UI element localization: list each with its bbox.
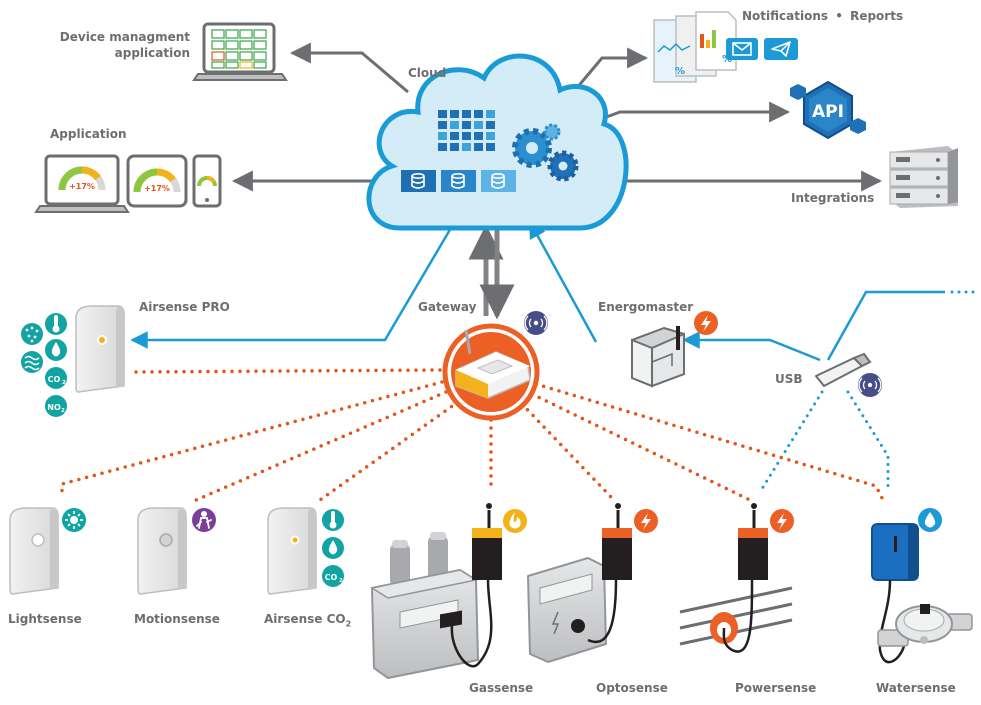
usb-to-watersense-dotted — [846, 390, 890, 494]
arrow-usb-to-energomaster — [682, 331, 821, 362]
sun-icon — [62, 508, 86, 532]
powersense-device[interactable] — [722, 503, 768, 653]
no2-badge-text: NO — [47, 403, 61, 412]
gateway-cloud-link — [468, 224, 515, 320]
gauge-value-tablet: +17% — [144, 184, 170, 193]
airsense-co2-badges: CO 2 — [322, 509, 344, 587]
svg-text:%: % — [675, 66, 685, 77]
reports-documents[interactable]: % % — [653, 11, 737, 83]
application-phone — [192, 154, 222, 208]
water-meter — [877, 604, 973, 647]
notifications-reports-label: Notifications • Reports — [742, 9, 903, 24]
cloud — [366, 53, 629, 231]
optosense-device[interactable] — [587, 503, 632, 644]
airsense-co2-subscript: 2 — [345, 619, 352, 629]
link-to-powersense — [530, 392, 752, 502]
device-management-laptop[interactable] — [192, 22, 288, 81]
blue-connections — [130, 215, 945, 362]
cloud-icon — [366, 53, 629, 231]
water-drop-icon — [918, 508, 942, 532]
paper-plane-icon[interactable] — [764, 38, 798, 60]
notifications-label: Notifications — [742, 9, 829, 23]
optosense-power-icon — [634, 509, 658, 533]
server-rack-icon[interactable] — [889, 146, 958, 208]
label-separator: • — [835, 9, 843, 23]
co2-badge-sub-2: 2 — [339, 578, 343, 584]
usb-to-powersense-dotted — [758, 390, 824, 494]
humidity-waves-icon — [21, 351, 43, 373]
no2-badge-sub: 2 — [61, 408, 65, 414]
gateway-device[interactable] — [442, 323, 540, 421]
arrow-energomaster-to-cloud — [528, 220, 598, 343]
cloud-label: Cloud — [408, 66, 447, 80]
motionsense-device[interactable] — [137, 507, 187, 595]
co2-badge-text-2: CO — [325, 573, 338, 582]
link-to-airsense-pro — [128, 368, 442, 374]
application-devices[interactable]: +17% +17% — [34, 154, 222, 213]
optosense-label: Optosense — [596, 681, 668, 695]
mail-icon[interactable] — [726, 38, 758, 60]
gauge-value-laptop: +17% — [69, 182, 95, 191]
airsense-pro-badges: CO 2 NO 2 — [21, 313, 67, 417]
watersense-device[interactable] — [871, 523, 919, 664]
co2-badge-text: CO — [48, 375, 61, 384]
lightsense-label: Lightsense — [8, 612, 82, 626]
gassense-device[interactable] — [450, 503, 502, 668]
energomaster-power-icon — [694, 311, 718, 335]
api-icon[interactable]: API — [790, 80, 866, 140]
powersense-power-icon — [770, 509, 794, 533]
particles-icon — [21, 323, 43, 345]
gassense-label: Gassense — [469, 681, 534, 695]
flame-icon — [503, 509, 527, 533]
application-laptop: +17% — [34, 154, 130, 213]
link-to-watersense — [534, 382, 884, 500]
gateway-label: Gateway — [418, 300, 477, 314]
link-to-airsense-co2 — [318, 400, 460, 502]
application-label: Application — [50, 127, 127, 141]
usb-stick-device[interactable] — [815, 352, 872, 387]
database-icon — [401, 170, 516, 192]
co2-badge-sub: 2 — [62, 380, 66, 386]
link-to-optosense — [520, 402, 614, 500]
airsense-pro-device[interactable] — [75, 305, 125, 393]
no2-icon — [45, 395, 67, 417]
airsense-co2-device[interactable] — [267, 507, 317, 595]
motionsense-label: Motionsense — [134, 612, 220, 626]
co2-icon — [322, 565, 344, 587]
energomaster-device[interactable] — [631, 326, 685, 388]
link-to-motionsense — [194, 390, 448, 502]
device-management-label: Device managment application — [59, 30, 190, 60]
integrations-label: Integrations — [791, 191, 875, 205]
airsense-co2-text: Airsense CO — [264, 612, 346, 626]
api-label: API — [812, 102, 844, 122]
watersense-label: Watersense — [876, 681, 956, 695]
arrow-to-airsense-pro — [130, 215, 460, 349]
usb-label: USB — [775, 372, 803, 386]
reports-label: Reports — [850, 9, 904, 23]
gear-icon — [512, 123, 579, 182]
airsense-pro-label: Airsense PRO — [139, 300, 230, 314]
gateway-radio-links — [60, 368, 884, 502]
person-icon — [192, 508, 216, 532]
energomaster-label: Energomaster — [598, 300, 694, 314]
data-grid-icon — [438, 110, 495, 151]
arrow-to-api — [589, 101, 791, 125]
powersense-label: Powersense — [735, 681, 817, 695]
lightsense-device[interactable] — [9, 507, 59, 595]
arrow-to-device-management — [289, 42, 409, 94]
svg-text:%: % — [722, 54, 732, 65]
application-tablet: +17% — [126, 154, 188, 208]
airsense-co2-label: Airsense CO2 — [264, 612, 351, 631]
link-to-lightsense — [60, 380, 444, 498]
usb-wireless-icon — [858, 373, 882, 397]
usb-uplink-line — [826, 290, 945, 361]
gas-meter — [370, 532, 479, 679]
usb-dotted-links — [758, 290, 977, 494]
co2-icon — [45, 367, 67, 389]
gateway-wireless-icon — [524, 311, 548, 335]
electricity-meter — [527, 557, 607, 663]
